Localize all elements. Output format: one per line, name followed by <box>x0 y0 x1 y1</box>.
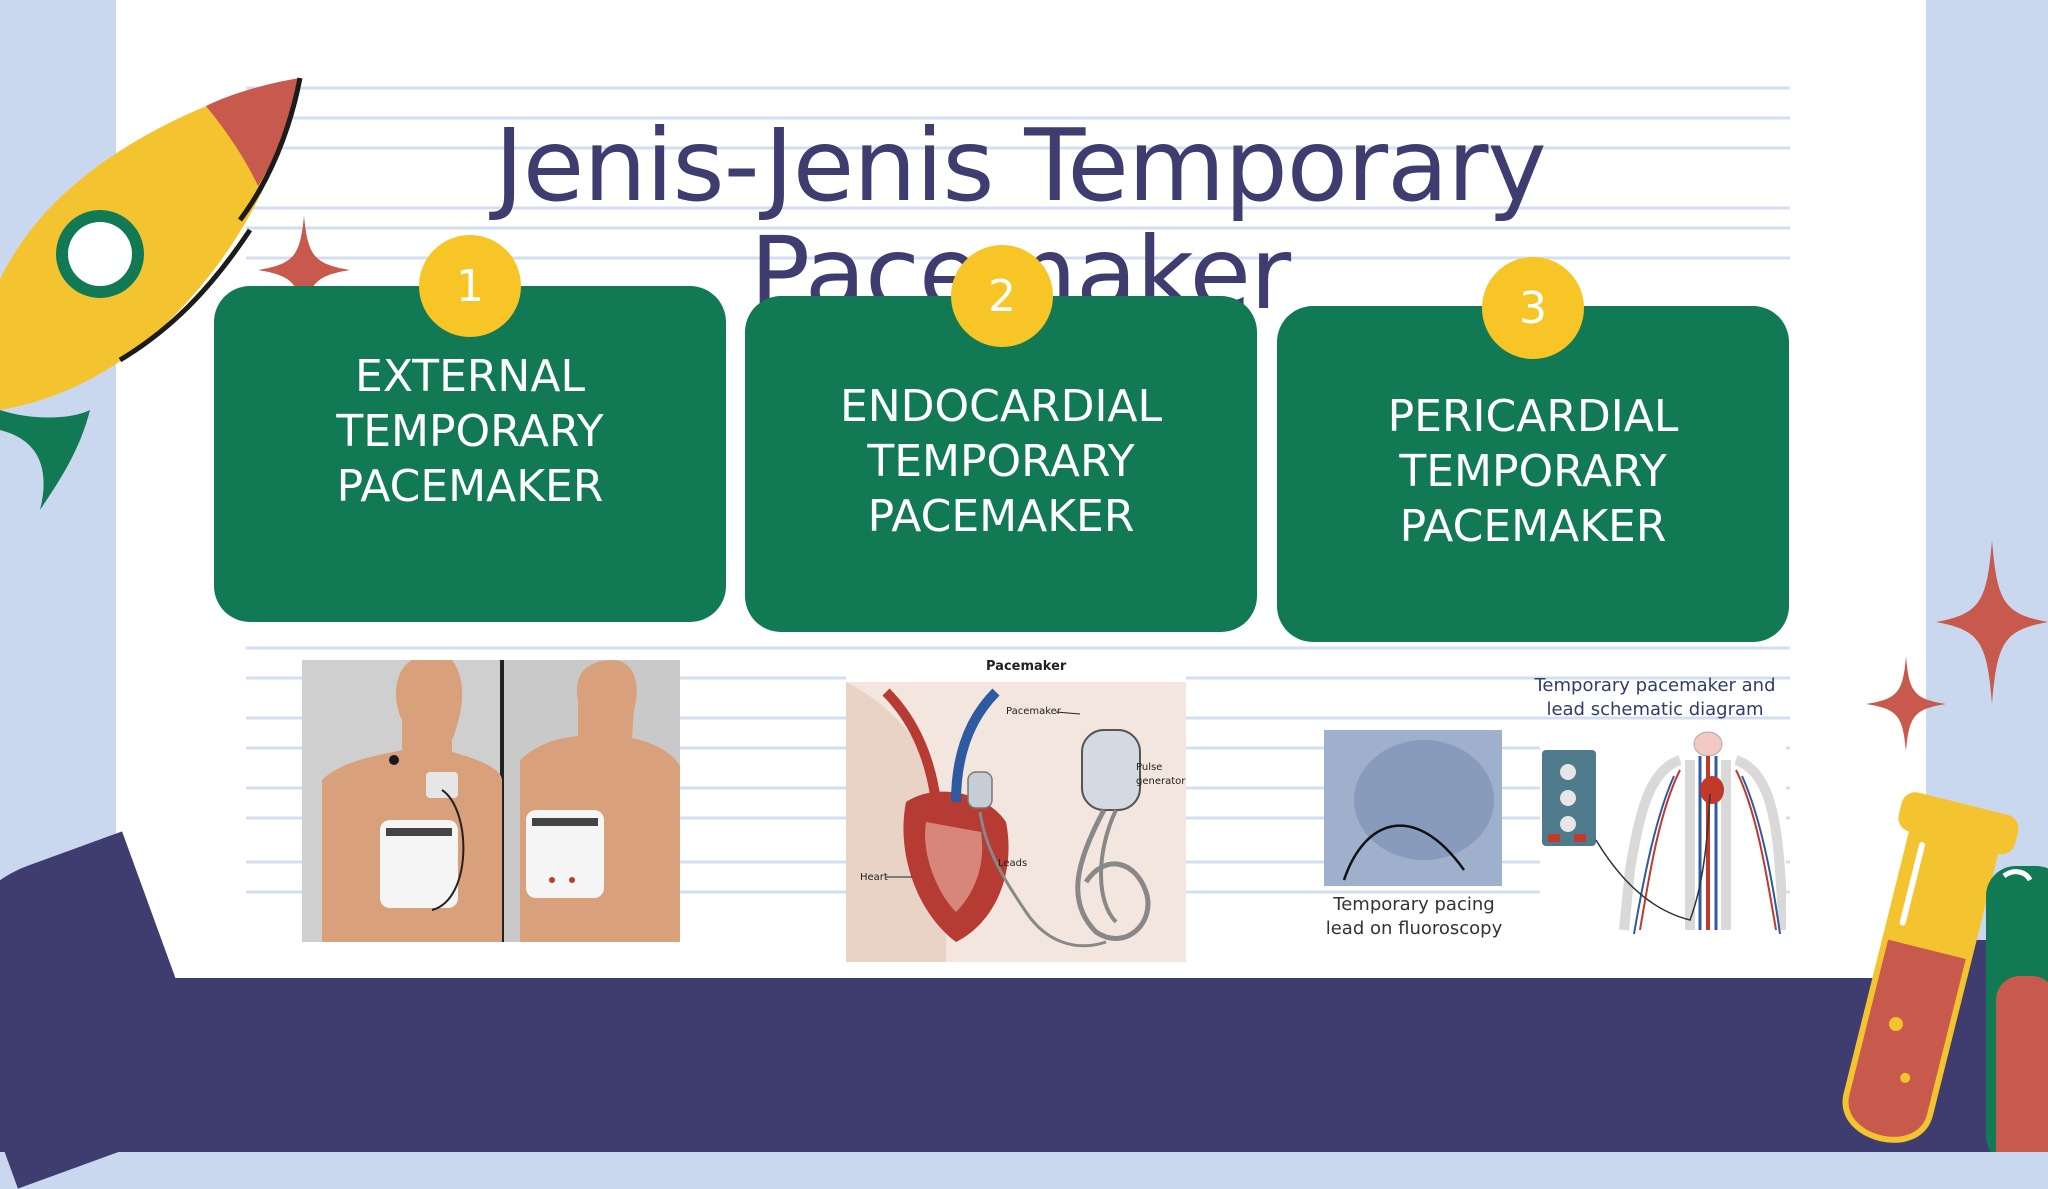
sparkle-icon <box>258 216 350 324</box>
external-pacing-pads-photo <box>302 660 680 942</box>
pacemaker-schematic-diagram <box>1540 730 1786 944</box>
caption-line: Temporary pacing <box>1333 894 1495 915</box>
diagram-label: generator <box>1136 776 1186 787</box>
card-label: EXTERNAL TEMPORARY PACEMAKER <box>336 350 604 512</box>
card-pericardial-pacemaker: PERICARDIAL TEMPORARY PACEMAKER <box>1277 306 1789 642</box>
caption-line: lead schematic diagram <box>1546 699 1764 720</box>
fluoroscopy-caption: Temporary pacing lead on fluoroscopy <box>1300 893 1528 941</box>
diagram-title: Pacemaker <box>986 659 1067 674</box>
diagram-label: Heart <box>860 872 888 883</box>
caption-line: lead on fluoroscopy <box>1325 918 1503 939</box>
number-badge: 1 <box>419 235 521 337</box>
diagram-label: Pacemaker <box>1006 706 1062 717</box>
card-label: ENDOCARDIAL TEMPORARY PACEMAKER <box>839 380 1163 542</box>
rocket-icon <box>0 77 303 510</box>
card-endocardial-pacemaker: ENDOCARDIAL TEMPORARY PACEMAKER <box>745 296 1257 632</box>
schematic-caption: Temporary pacemaker and lead schematic d… <box>1524 674 1786 722</box>
sparkle-right-icon <box>1936 540 2048 704</box>
diagram-label: Pulse <box>1136 762 1162 773</box>
card-external-pacemaker: EXTERNAL TEMPORARY PACEMAKER <box>214 286 726 622</box>
card-label: PERICARDIAL TEMPORARY PACEMAKER <box>1387 390 1679 552</box>
endocardial-pacemaker-diagram: Pacemaker Pacemaker Pulse generator Hear… <box>846 652 1186 962</box>
test-tube-icon <box>1842 792 2048 1152</box>
fluoroscopy-image <box>1324 730 1502 886</box>
sparkle-right-small-icon <box>1866 656 1946 752</box>
number-badge: 3 <box>1482 257 1584 359</box>
number-badge: 2 <box>951 245 1053 347</box>
diagram-label: Leads <box>998 858 1027 869</box>
caption-line: Temporary pacemaker and <box>1534 675 1776 696</box>
